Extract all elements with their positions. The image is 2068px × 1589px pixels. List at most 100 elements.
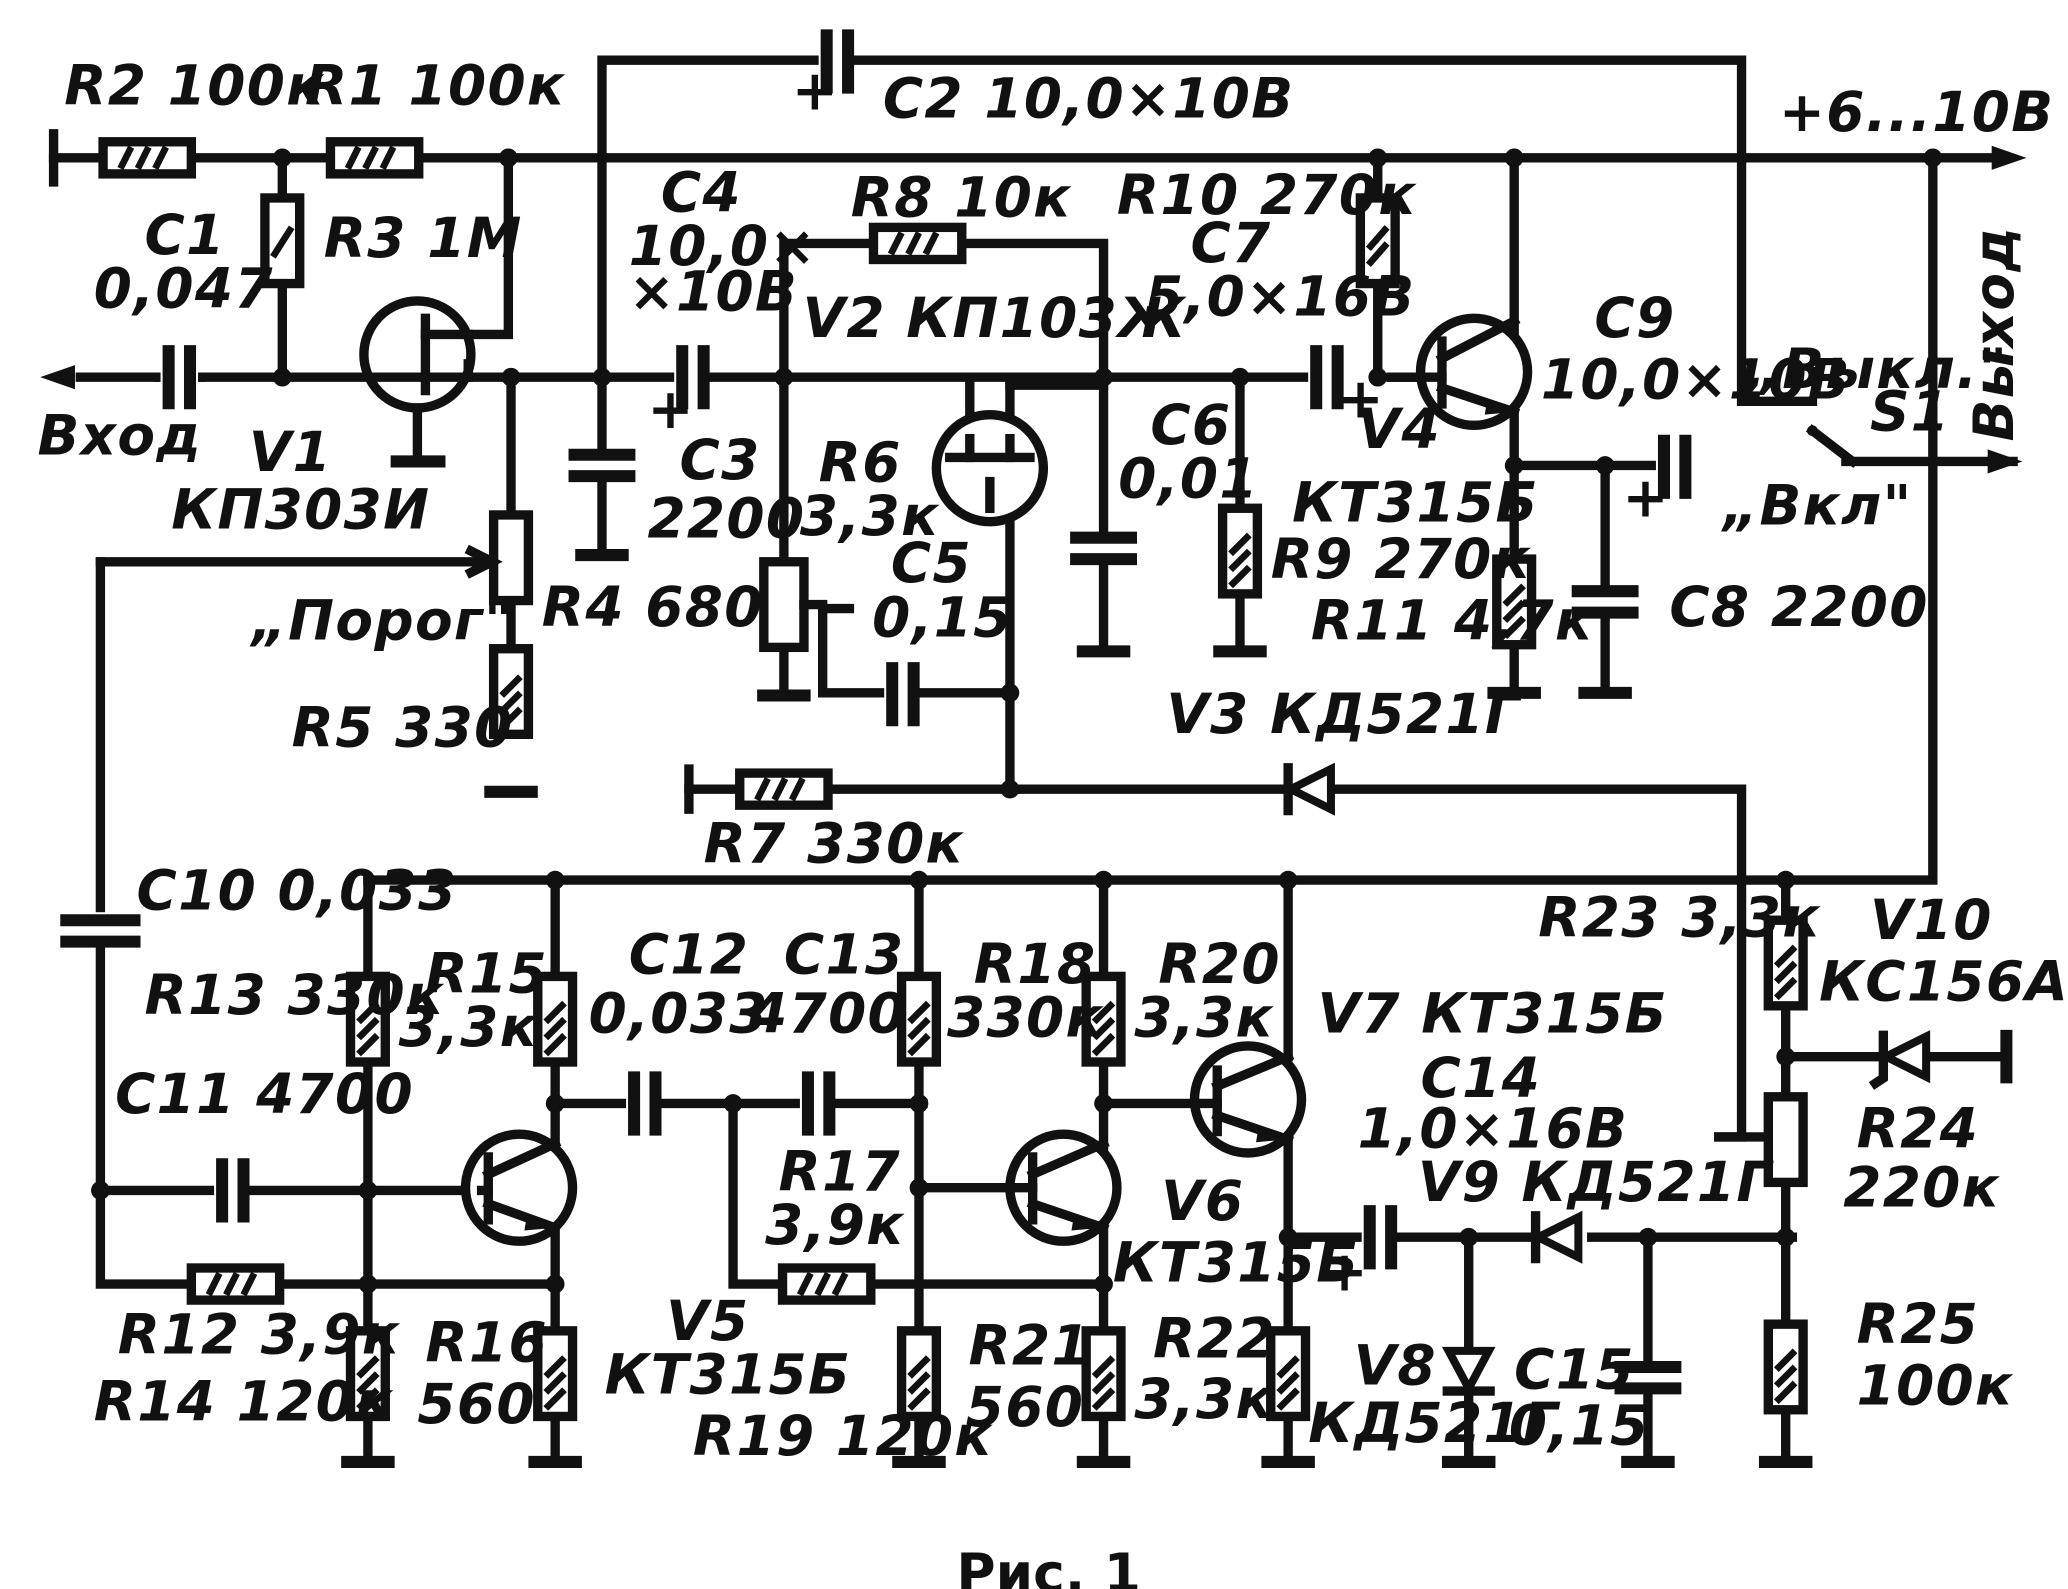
label-c1-val: 0,047	[94, 257, 274, 321]
capacitor-c5	[884, 658, 920, 731]
label-c15-ref: C15	[1514, 1337, 1635, 1401]
svg-text:+: +	[1338, 366, 1385, 430]
label-output: Выход	[1962, 226, 2026, 441]
label-v10-type: КС156А	[1819, 949, 2068, 1013]
diode-v10-zener	[1868, 1030, 1931, 1090]
resistor-r10	[1355, 193, 1400, 289]
polarity-marks: + + + + +	[647, 59, 1668, 1304]
label-r19: R19 120к	[693, 1404, 993, 1468]
label-r22-ref: R22	[1153, 1307, 1276, 1371]
capacitor-c14	[1361, 1201, 1398, 1274]
label-r21-val: 560	[966, 1375, 1084, 1439]
diodes	[1281, 762, 1931, 1397]
label-switch-off: „Выкл."	[1744, 337, 2009, 401]
label-c8: C8 2200	[1669, 575, 1928, 639]
label-r20-ref: R20	[1158, 932, 1281, 996]
labels: R2 100к R1 100к C2 10,0×10В +6...10В C1 …	[38, 53, 2068, 1589]
svg-text:+: +	[647, 377, 694, 441]
resistor-r17	[777, 1263, 876, 1305]
resistor-r15	[533, 971, 578, 1067]
resistor-r14	[345, 1326, 390, 1422]
label-c5-val: 0,15	[872, 586, 1013, 650]
label-r12: R12 3,9к	[118, 1303, 401, 1367]
switch-s1	[1805, 424, 1860, 469]
label-r17-ref: R17	[779, 1139, 902, 1203]
input-arrow-icon	[40, 365, 75, 390]
label-r24-ref: R24	[1857, 1097, 1980, 1161]
resistor-r3	[260, 193, 305, 289]
output-arrow-icon	[1987, 449, 2023, 474]
resistor-r13	[345, 971, 390, 1067]
label-c9-val: 10,0×10В	[1541, 348, 1851, 412]
label-c12-val: 0,033	[589, 982, 769, 1046]
resistor-r4-potentiometer	[464, 510, 534, 606]
label-c6-val: 0,01	[1118, 447, 1259, 511]
label-switch-ref: S1	[1870, 380, 1950, 444]
label-r18-ref: R18	[974, 932, 1097, 996]
transistor-v7-npn	[1189, 1041, 1307, 1158]
label-input: Вход	[38, 404, 202, 468]
label-switch-on: „Вкл"	[1721, 473, 1913, 537]
resistor-r1	[325, 137, 424, 179]
label-r20-val: 3,3к	[1134, 986, 1274, 1050]
label-v5-ref: V5	[666, 1289, 749, 1353]
resistor-r12	[186, 1263, 285, 1305]
resistor-r19	[896, 1326, 942, 1422]
supply-arrow-icon	[1991, 145, 2027, 170]
label-v8-ref: V8	[1354, 1333, 1437, 1397]
label-v7: V7 КТ315Б	[1318, 982, 1668, 1046]
label-r11: R11 4,7к	[1311, 588, 1594, 652]
capacitor-c8	[1567, 585, 1643, 619]
transistor-v5-npn	[460, 1129, 578, 1246]
label-r15-ref: R15	[425, 941, 548, 1005]
label-r17-val: 3,9к	[765, 1193, 905, 1257]
label-r25-val: 100к	[1857, 1353, 2014, 1417]
label-v4-ref: V4	[1358, 397, 1441, 461]
label-c14-val: 1,0×16В	[1358, 1097, 1629, 1161]
label-c3-val: 2200	[647, 487, 805, 551]
label-v2: V2 КП103Ж	[803, 286, 1188, 350]
capacitor-c2	[818, 26, 855, 97]
label-v3: V3 КД521Г	[1166, 682, 1522, 746]
resistor-r5	[488, 644, 534, 739]
capacitor-c12	[626, 1067, 662, 1140]
resistor-r6-potentiometer	[759, 557, 828, 653]
label-c5-ref: C5	[891, 531, 972, 595]
label-r1: R1 100к	[305, 53, 566, 117]
label-v1-ref: V1	[249, 420, 332, 484]
capacitor-c9	[1655, 430, 1692, 503]
label-c10: C10 0,033	[137, 859, 458, 923]
label-v9: V9 КД521Г	[1418, 1150, 1774, 1214]
transistors	[359, 296, 1533, 1246]
label-r14: R14 120к	[94, 1369, 394, 1433]
label-r6-val: 3,3к	[800, 484, 940, 548]
transistor-v1-fet	[359, 296, 476, 460]
label-c4-val2: ×10В	[629, 259, 798, 323]
label-c4-ref: C4	[661, 160, 742, 224]
capacitor-c10	[60, 912, 141, 948]
capacitor-c13	[799, 1067, 836, 1140]
diode-v9	[1529, 1210, 1583, 1264]
capacitor-c11	[214, 1154, 250, 1227]
resistor-r2	[98, 137, 197, 179]
label-threshold: „Порог"	[250, 588, 514, 652]
label-r8: R8 10к	[851, 166, 1072, 230]
label-r3: R3 1М	[324, 206, 523, 270]
label-r7: R7 330к	[704, 812, 965, 876]
svg-text:+: +	[792, 59, 839, 123]
label-v10-ref: V10	[1870, 888, 1993, 952]
label-c7-ref: C7	[1190, 211, 1271, 275]
label-r4: R4 680	[542, 575, 764, 639]
capacitor-c3	[564, 448, 640, 483]
ground-symbols	[341, 455, 2013, 1468]
label-c7-val: 5,0×16В	[1145, 265, 1416, 329]
resistor-r16	[533, 1326, 578, 1422]
label-c9-ref: C9	[1594, 286, 1675, 350]
capacitor-c1	[153, 341, 206, 414]
capacitor-c15	[1610, 1360, 1686, 1395]
label-v5-type: КТ315Б	[605, 1343, 851, 1407]
label-r6-ref: R6	[819, 431, 902, 495]
label-r25-ref: R25	[1857, 1292, 1980, 1356]
